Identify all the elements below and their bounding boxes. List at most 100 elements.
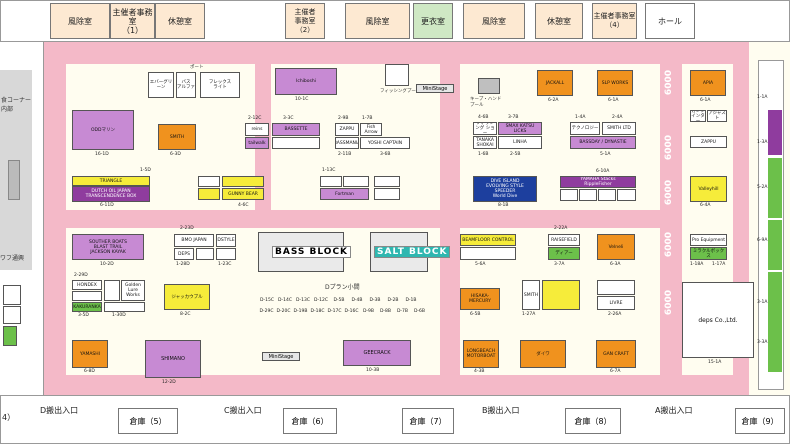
d-top-0[interactable]: D-15C bbox=[260, 298, 274, 303]
booth-small-g bbox=[374, 188, 400, 200]
booth-smith-2[interactable]: SMITH bbox=[522, 280, 540, 310]
booth-small-c bbox=[222, 176, 264, 187]
booth-livre[interactable]: LIVRE bbox=[597, 296, 635, 310]
booth-hondex[interactable]: HONDEX bbox=[72, 280, 102, 290]
booth-triangle[interactable]: TRIANGLE bbox=[72, 176, 150, 186]
booth-yamashi[interactable]: YAMASHI bbox=[72, 340, 108, 368]
booth-daiwa[interactable]: ダイワ bbox=[520, 340, 566, 368]
d-bot-5[interactable]: D-16C bbox=[344, 309, 359, 314]
right-strip-green-2 bbox=[768, 220, 782, 270]
booth-bmo[interactable]: BMO JAPAN bbox=[174, 234, 214, 247]
booth-geecrack[interactable]: GEECRACK bbox=[343, 340, 411, 366]
booth-dive-island[interactable]: DIVE ISLAND EVOLVING STYLE SPEEDER World… bbox=[473, 176, 537, 202]
booth-pro-equipment[interactable]: Pro Equipment bbox=[690, 234, 727, 246]
booth-tailwalk[interactable]: tailwalk bbox=[245, 137, 269, 149]
d-bot-9[interactable]: D-6B bbox=[413, 309, 426, 314]
booth-smith-ltd[interactable]: SMITH LTD bbox=[602, 122, 636, 135]
booth-zappu[interactable]: ZAPPU bbox=[335, 123, 359, 136]
booth-jackalbull[interactable]: ジャッカウブル bbox=[164, 284, 210, 310]
d-bot-7[interactable]: D-8B bbox=[379, 309, 392, 314]
booth-fortman[interactable]: Fortman bbox=[320, 188, 369, 200]
d-top-5[interactable]: D-4B bbox=[351, 298, 363, 303]
booth-ichiboshi[interactable]: Ichiboshi bbox=[275, 68, 337, 95]
booth-shimano[interactable]: SHIMANO bbox=[145, 340, 201, 378]
booth-kanji[interactable]: カンジ インター bbox=[690, 110, 706, 122]
booth-fisharrow[interactable]: Fish Arrow bbox=[360, 123, 382, 136]
booth-dutch-oil[interactable]: DUTCH OIL JAPAN TRANSCENDENCE BOX bbox=[72, 186, 150, 202]
dim-6000-4: 6000 bbox=[664, 232, 674, 258]
booth-dstyle[interactable]: DSTYLE bbox=[216, 234, 236, 247]
mini-stage-bottom: MiniStage bbox=[262, 352, 300, 361]
d-bot-4[interactable]: D-17C bbox=[327, 309, 342, 314]
booth-zappu-2[interactable]: ZAPPU bbox=[690, 136, 727, 148]
booth-deer[interactable]: ディアー bbox=[548, 247, 580, 260]
booth-longbeach[interactable]: LONGBEACH MOTORBOAT bbox=[463, 340, 499, 368]
d-top-1[interactable]: D-14C bbox=[278, 298, 292, 303]
booth-ll-c bbox=[72, 291, 102, 301]
organizer-office-1: 主催者事務室 （1） bbox=[110, 3, 155, 39]
booth-yamaha-stacks[interactable]: YAMAHA Stacks RippleFisher bbox=[560, 176, 636, 188]
d-bot-6[interactable]: D-9B bbox=[362, 309, 375, 314]
booth-deps-co[interactable]: deps Co.,Ltd. bbox=[682, 282, 754, 358]
booth-velneli-code: 6-3A bbox=[610, 262, 621, 267]
d-top-2[interactable]: D-13C bbox=[296, 298, 310, 303]
booth-smith-1[interactable]: SMITH bbox=[158, 124, 196, 150]
booth-flex-light[interactable]: フレックス ライト bbox=[200, 72, 240, 98]
d-top-6[interactable]: D-3B bbox=[369, 298, 381, 303]
booth-adjust[interactable]: アジャスト bbox=[707, 110, 727, 122]
booth-apia[interactable]: APIA bbox=[690, 70, 726, 96]
booth-valleyhill[interactable]: Valleyhill bbox=[690, 176, 727, 202]
booth-souther-boats[interactable]: SOUTHER BOATS BLAST TRAIL JACKSON KAYAK bbox=[72, 234, 144, 260]
booth-raisefield[interactable]: RAISEFIELD bbox=[548, 234, 580, 246]
booth-fishing-show[interactable]: フィッシング ショー bbox=[473, 122, 497, 135]
booth-linha[interactable]: LINHA bbox=[498, 136, 542, 149]
booth-tanaka[interactable]: TANAKA SHOKAI bbox=[473, 136, 497, 149]
booth-beamfloor[interactable]: BEAMFLOOR CONTROL bbox=[460, 234, 516, 246]
booth-bassday-code: 5-1A bbox=[600, 152, 611, 157]
booth-kakuranka[interactable]: KAKURANKA bbox=[72, 302, 102, 312]
booth-velneli[interactable]: Velneli bbox=[597, 234, 635, 260]
booth-miracle-box[interactable]: ミラクルボックス bbox=[690, 247, 727, 260]
booth-deps[interactable]: DEPS bbox=[174, 248, 194, 260]
gate-c[interactable]: C搬出入口 bbox=[224, 406, 262, 415]
booth-odd-marine[interactable]: ODDマリン bbox=[72, 110, 134, 150]
fishing-pool bbox=[385, 64, 409, 86]
booth-yamaha-stacks-code: 6-10A bbox=[596, 169, 610, 174]
booth-hisaka[interactable]: HISAKA-MERCURY bbox=[460, 288, 500, 310]
gate-d[interactable]: D搬出入口 bbox=[40, 406, 79, 415]
d-bot-3[interactable]: D-18C bbox=[310, 309, 325, 314]
booth-golden-lure[interactable]: Golden Lure Works bbox=[121, 280, 145, 301]
booth-linha-code: 2-5B bbox=[510, 152, 521, 157]
d-bot-1[interactable]: D-20C bbox=[276, 309, 291, 314]
booth-yoshi[interactable]: YOSHI CAPTAIN bbox=[360, 137, 410, 149]
d-top-7[interactable]: D-2B bbox=[387, 298, 399, 303]
booth-gan-craft[interactable]: GAN CRAFT bbox=[596, 340, 636, 368]
warehouse-5: 倉庫（5） bbox=[118, 408, 178, 434]
d-top-8[interactable]: D-1B bbox=[405, 298, 417, 303]
booth-smax-licks[interactable]: SMAX KATSU LICKS bbox=[498, 122, 542, 135]
booth-bass-alpha[interactable]: バス アルファ bbox=[176, 72, 196, 98]
booth-slp-works[interactable]: SLP WORKS bbox=[597, 70, 633, 96]
gate-b[interactable]: B搬出入口 bbox=[482, 406, 520, 415]
d-bot-2[interactable]: D-19B bbox=[293, 309, 308, 314]
booth-jackall[interactable]: JACKALL bbox=[537, 70, 573, 96]
d-top-3[interactable]: D-12C bbox=[314, 298, 328, 303]
d-top-4[interactable]: D-5B bbox=[333, 298, 345, 303]
gate-a[interactable]: A搬出入口 bbox=[655, 406, 693, 415]
booth-evergreen[interactable]: エバーグリーン bbox=[148, 72, 174, 98]
booth-small-b bbox=[198, 188, 220, 200]
booth-bassmania[interactable]: BASSMANIA bbox=[335, 137, 359, 149]
booth-bassette[interactable]: BASSETTE bbox=[272, 123, 320, 136]
d-bot-8[interactable]: D-7B bbox=[396, 309, 409, 314]
booth-reins[interactable]: reins bbox=[245, 123, 269, 136]
bass-block-title: BASS BLOCK bbox=[272, 246, 352, 258]
booth-gunny-bear[interactable]: GUNNY BEAR bbox=[222, 188, 264, 200]
booth-fill-a bbox=[272, 137, 320, 149]
booth-technology[interactable]: テクノロジー bbox=[570, 122, 600, 135]
booth-yoshi-code: 3-6B bbox=[380, 152, 391, 157]
booth-geecrack-code: 10-3B bbox=[366, 368, 380, 373]
d-bot-0[interactable]: D-29C bbox=[259, 309, 274, 314]
booth-slp-works-code: 6-1A bbox=[608, 98, 619, 103]
booth-bassday[interactable]: BASSDAY / DYNASTIE bbox=[570, 136, 636, 149]
right-col-1: 1-1A bbox=[757, 95, 768, 100]
